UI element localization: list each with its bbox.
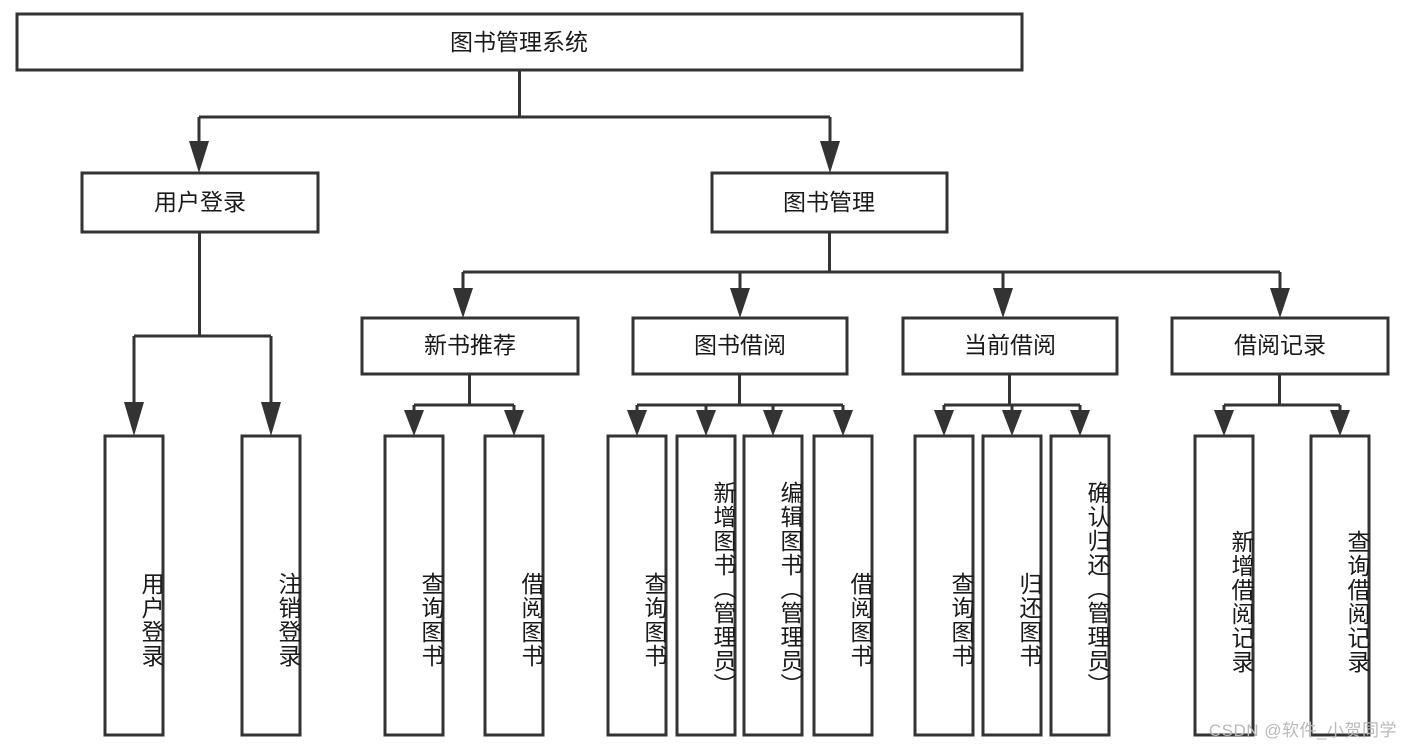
node-box-root[interactable] (15, 12, 1024, 72)
node-box-leaf-query-book-1[interactable] (383, 434, 445, 737)
node-box-borrow-record[interactable] (1170, 316, 1390, 376)
arrow-cb-to-leaf3 (1070, 410, 1090, 436)
node-label-leaf-query-book-3: 查询图书 (948, 571, 974, 668)
node-box-leaf-edit-book[interactable] (742, 434, 804, 737)
node-label-borrow-record: 借阅记录 (1234, 332, 1326, 358)
node-box-leaf-add-book[interactable] (675, 434, 737, 737)
arrow-ul-to-leaf2 (261, 402, 281, 436)
connector-group-borrow-record (1214, 374, 1350, 436)
node-box-leaf-query-record[interactable] (1309, 434, 1371, 737)
node-box-leaf-logout-login[interactable] (240, 434, 302, 737)
connector-group-user-login (124, 232, 281, 436)
arrow-br-to-leaf2 (1330, 410, 1350, 436)
arrow-bm-to-book-borrow (730, 288, 750, 318)
connector-group-new-book-recommend (404, 374, 524, 436)
node-box-leaf-query-book-3[interactable] (913, 434, 975, 737)
arrow-root-to-book-manage (820, 141, 840, 173)
arrow-bb-to-leaf3 (763, 410, 783, 436)
node-box-current-borrow[interactable] (901, 316, 1119, 376)
node-box-leaf-query-book-2[interactable] (606, 434, 668, 737)
node-label-leaf-return-book: 归还图书 (1016, 571, 1042, 668)
arrow-nb-to-leaf2 (504, 410, 524, 436)
arrow-bb-to-leaf4 (833, 410, 853, 436)
node-label-leaf-add-book: 新增图书（管理员） (710, 481, 736, 697)
node-box-leaf-confirm-return[interactable] (1049, 434, 1111, 737)
node-label-root: 图书管理系统 (450, 29, 588, 55)
node-box-leaf-borrow-book-1[interactable] (483, 434, 545, 737)
node-label-leaf-confirm-return: 确认归还（管理员） (1084, 481, 1110, 697)
node-box-leaf-return-book[interactable] (981, 434, 1043, 737)
arrow-ul-to-leaf1 (124, 402, 144, 436)
arrow-bb-to-leaf1 (627, 410, 647, 436)
node-box-user-login[interactable] (80, 171, 320, 234)
node-label-user-login: 用户登录 (154, 189, 246, 215)
node-box-leaf-user-login[interactable] (103, 434, 165, 737)
arrow-cb-to-leaf2 (1002, 410, 1022, 436)
connector-group-current-borrow (934, 374, 1090, 436)
arrow-bb-to-leaf2 (696, 410, 716, 436)
node-label-leaf-logout-login: 注销登录 (275, 571, 301, 668)
arrow-root-to-user-login (189, 141, 209, 173)
node-box-book-borrow[interactable] (631, 316, 849, 376)
node-box-leaf-add-record[interactable] (1193, 434, 1255, 737)
node-box-book-manage[interactable] (710, 171, 949, 234)
node-label-current-borrow: 当前借阅 (964, 332, 1056, 358)
node-label-leaf-query-book-2: 查询图书 (641, 571, 667, 668)
connector-group-book-borrow (627, 374, 853, 436)
node-label-leaf-add-record: 新增借阅记录 (1228, 530, 1254, 674)
node-label-new-book-recommend: 新书推荐 (424, 332, 516, 358)
arrow-nb-to-leaf1 (404, 410, 424, 436)
connector-group-root (189, 70, 840, 173)
watermark-text: CSDN @软件_小贺同学 (1208, 721, 1397, 740)
node-label-leaf-user-login: 用户登录 (138, 571, 164, 668)
node-label-book-borrow: 图书借阅 (694, 332, 786, 358)
node-label-book-manage: 图书管理 (783, 189, 875, 215)
node-label-leaf-query-record: 查询借阅记录 (1344, 530, 1370, 674)
node-box-new-book-recommend[interactable] (360, 316, 580, 376)
node-label-leaf-borrow-book-1: 借阅图书 (518, 571, 544, 668)
node-box-leaf-borrow-book-2[interactable] (812, 434, 874, 737)
arrow-bm-to-borrow-record (1270, 288, 1290, 318)
node-label-leaf-query-book-1: 查询图书 (418, 571, 444, 668)
node-label-leaf-edit-book: 编辑图书（管理员） (777, 481, 803, 697)
arrow-bm-to-new-book (453, 288, 473, 318)
node-label-leaf-borrow-book-2: 借阅图书 (847, 571, 873, 668)
connector-group-book-manage (453, 232, 1290, 318)
arrow-br-to-leaf1 (1214, 410, 1234, 436)
arrow-cb-to-leaf1 (934, 410, 954, 436)
arrow-bm-to-current-borrow (993, 288, 1013, 318)
